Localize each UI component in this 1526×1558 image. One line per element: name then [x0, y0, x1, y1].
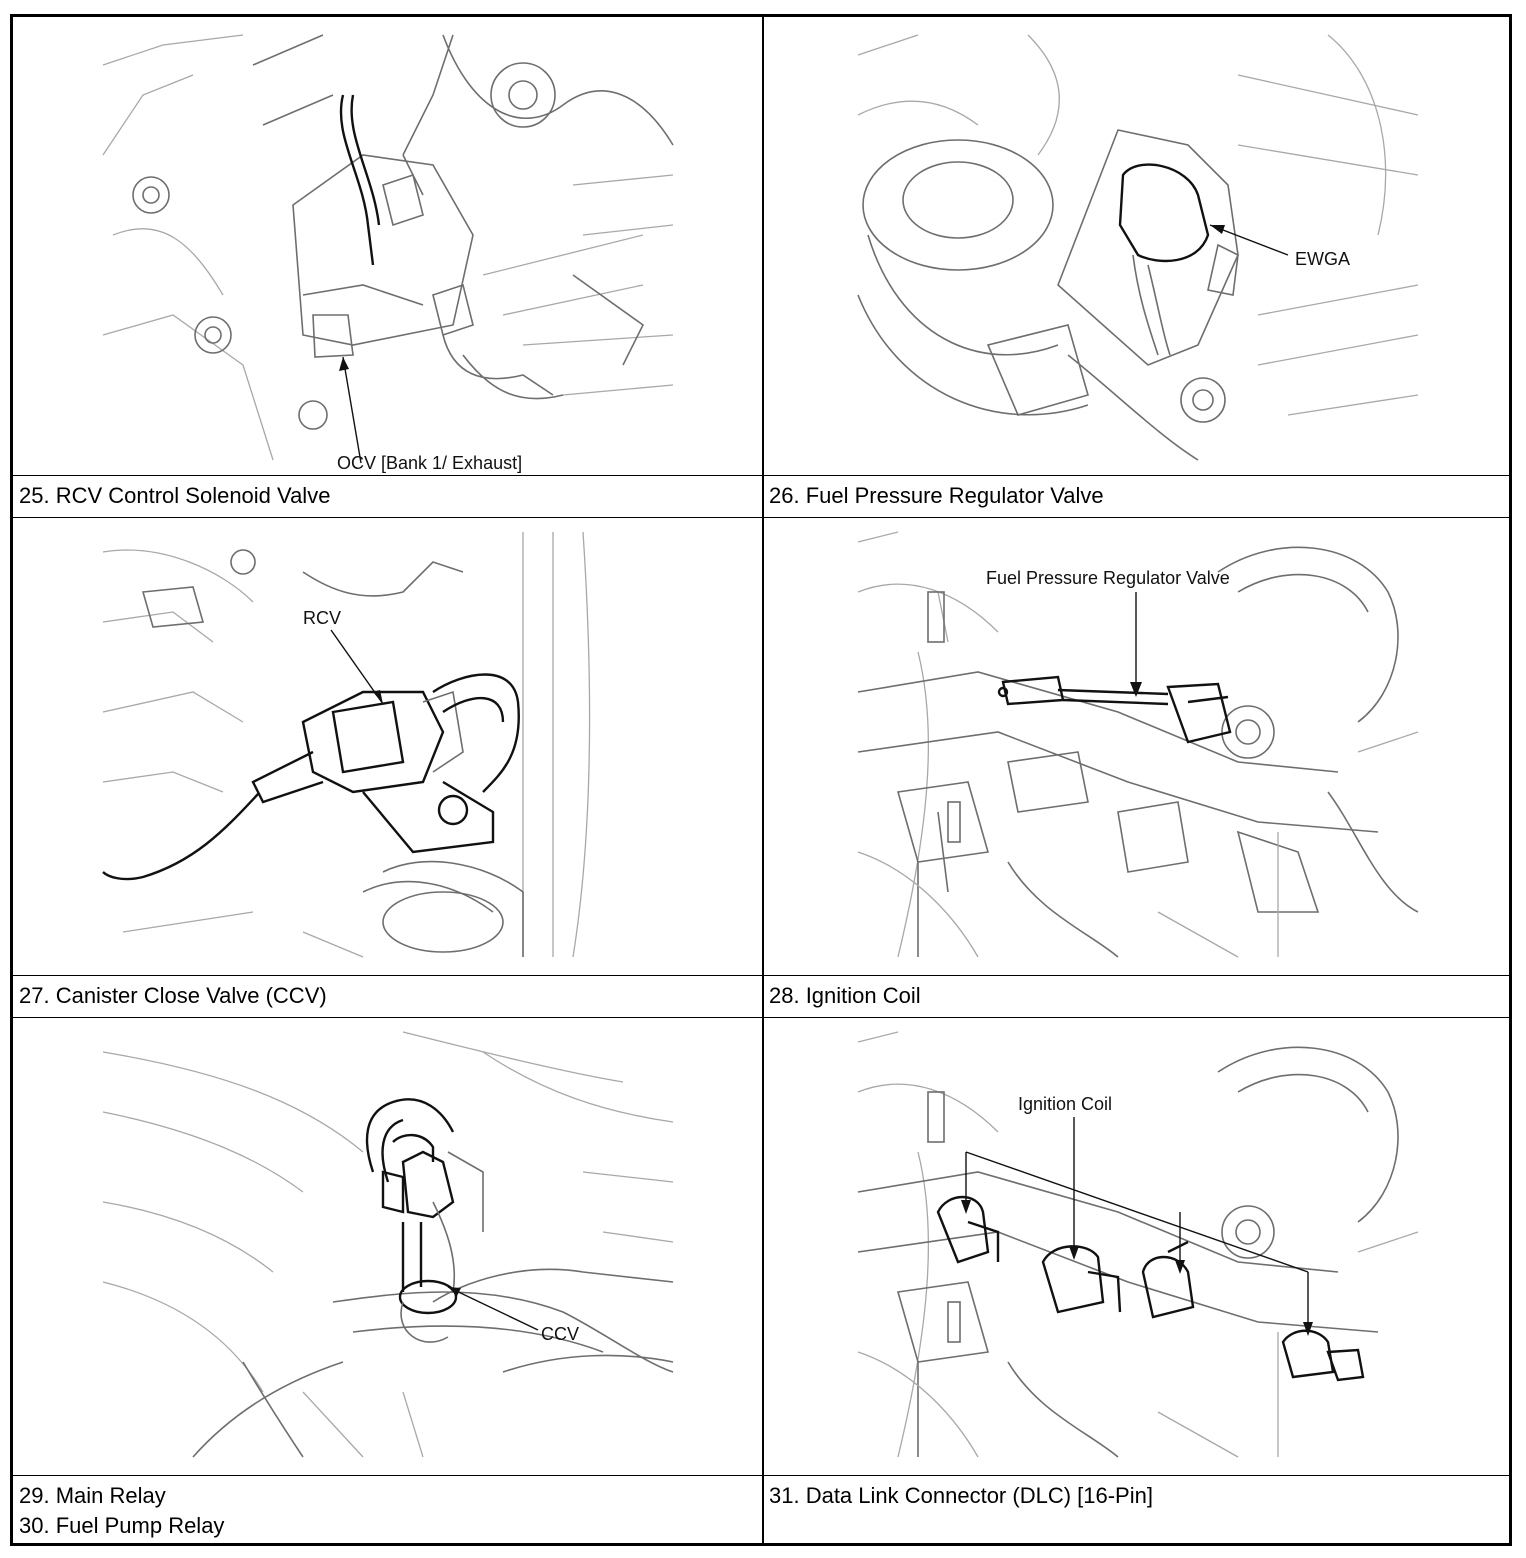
caption-data-link-connector: 31. Data Link Connector (DLC) [16-Pin] [769, 1483, 1153, 1508]
row-divider [13, 1475, 1509, 1476]
ignition-coil-diagram: Ignition Coil [857, 1031, 1419, 1458]
row-divider [13, 1017, 1509, 1018]
rcv-diagram: RCV [102, 531, 591, 958]
caption-ignition-coil: 28. Ignition Coil [769, 983, 921, 1008]
row-divider [13, 517, 1509, 518]
caption-fuel-pressure-regulator-valve: 26. Fuel Pressure Regulator Valve [769, 483, 1104, 508]
ccv-diagram: CCV [102, 1031, 674, 1458]
caption-main-relay: 29. Main Relay [19, 1483, 166, 1508]
ocv-label: OCV [Bank 1/ Exhaust] [337, 453, 522, 473]
caption-canister-close-valve: 27. Canister Close Valve (CCV) [19, 983, 327, 1008]
rcv-label: RCV [303, 608, 341, 628]
row-divider [13, 475, 1509, 476]
ocv-diagram: OCV [Bank 1/ Exhaust] [102, 34, 674, 473]
row-divider [13, 975, 1509, 976]
fuel-pressure-regulator-valve-diagram: Fuel Pressure Regulator Valve [857, 531, 1419, 958]
caption-fuel-pump-relay: 30. Fuel Pump Relay [19, 1513, 225, 1538]
ccv-label: CCV [541, 1324, 579, 1344]
column-divider [762, 17, 764, 1543]
ewga-label: EWGA [1295, 249, 1350, 269]
ignition-coil-label: Ignition Coil [1018, 1094, 1112, 1114]
ewga-diagram: EWGA [857, 34, 1419, 461]
component-table: OCV [Bank 1/ Exhaust] EWGA 25. RCV Contr… [10, 14, 1512, 1546]
caption-rcv-control-solenoid-valve: 25. RCV Control Solenoid Valve [19, 483, 331, 508]
fuel-pressure-regulator-valve-label: Fuel Pressure Regulator Valve [986, 568, 1230, 588]
